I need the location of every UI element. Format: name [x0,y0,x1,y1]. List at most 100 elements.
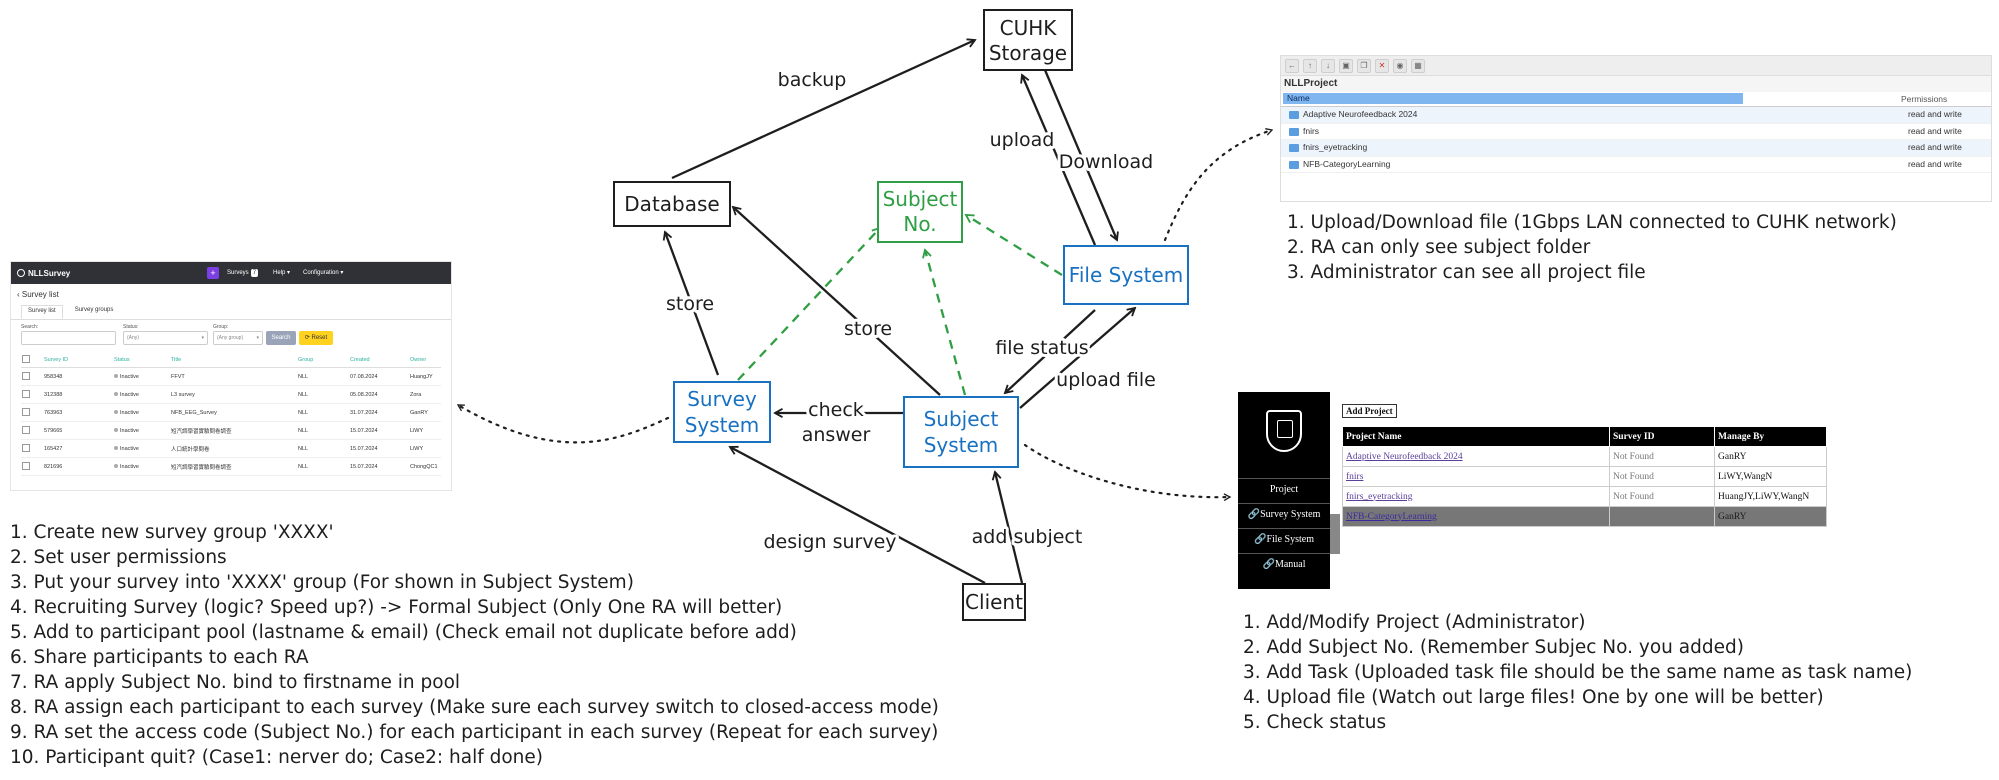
search-input[interactable] [21,331,116,345]
breadcrumb[interactable]: ‹ Survey list [17,290,59,299]
label-design-survey: design survey [764,531,897,553]
project-row[interactable]: fnirs_eyetracking Not Found HuangJY,LiWY… [1342,486,1827,507]
add-project-button[interactable]: Add Project [1342,404,1397,418]
back-icon[interactable]: ← [1285,58,1299,73]
folder-row[interactable]: NFB-CategoryLearning read and write [1281,157,1991,173]
search-button[interactable]: Search [266,331,296,345]
folder-icon [1289,127,1299,136]
svg-text:Subject: Subject [924,407,999,431]
view-icon[interactable]: ◉ [1393,58,1407,73]
col-owner[interactable]: Owner [409,352,441,368]
file-note: 1. Upload/Download file (1Gbps LAN conne… [1287,212,1897,233]
project-row[interactable]: NFB-CategoryLearning GanRY [1342,506,1827,527]
copy-icon[interactable]: ❐ [1357,58,1371,73]
node-cuhk-storage: CUHK Storage [983,9,1073,71]
col-name[interactable]: Name [1283,93,1743,104]
nav-file-system[interactable]: 🔗File System [1238,528,1330,551]
row-checkbox[interactable] [22,461,30,470]
project-link[interactable]: fnirs [1342,466,1610,487]
edge-subject-to-filesystem [1019,308,1135,409]
edge-database-to-storage [671,40,975,180]
reset-button[interactable]: ⟳ Reset [299,331,333,345]
survey-logo: NLLSurvey [17,269,70,278]
edge-survey-to-subjectno [737,228,880,381]
grid-icon[interactable]: ▦ [1411,58,1425,73]
edge-subject-to-database [733,207,941,396]
folder-row[interactable]: Adaptive Neurofeedback 2024 read and wri… [1281,107,1991,124]
survey-note: 5. Add to participant pool (lastname & e… [10,622,797,643]
status-select[interactable]: (Any)▾ [123,331,208,345]
file-toolbar: ← ↑ ↓ ▣ ❐ ✕ ◉ ▦ [1281,56,1991,76]
project-note: 4. Upload file (Watch out large files! O… [1243,687,1824,708]
table-row[interactable]: 312388 Inactive L3 survey NLL 05.08.2024… [21,385,441,404]
col-manage-by: Manage By [1714,426,1827,447]
col-survey-id[interactable]: Survey ID [43,352,113,368]
survey-note: 4. Recruiting Survey (logic? Speed up?) … [10,597,783,618]
table-row[interactable]: 821696 Inactive 短汽調學習實驗問卷調查 NLL 15.07.20… [21,457,441,476]
edge-storage-to-filesystem [1043,69,1117,240]
nav-project[interactable]: Project [1238,478,1330,501]
download-icon[interactable]: ↓ [1321,58,1335,73]
status-dot-icon [114,391,118,396]
row-checkbox[interactable] [22,389,30,398]
col-project-name: Project Name [1342,426,1610,447]
folder-row[interactable]: fnirs_eyetracking read and write [1281,140,1991,157]
table-row[interactable]: 579665 Inactive 短汽調學習實驗問卷調查 NLL 15.07.20… [21,421,441,440]
menu-configuration[interactable]: Configuration ▾ [303,270,344,276]
scrollbar[interactable] [1330,514,1340,554]
label-add-subject: add subject [972,526,1083,548]
table-row[interactable]: 958348 Inactive FFVT NLL 07.08.2024 Huan… [21,367,441,386]
tab-survey-groups[interactable]: Survey groups [74,307,114,313]
edge-survey-to-database [665,232,720,376]
row-checkbox[interactable] [22,443,30,452]
select-all-checkbox[interactable] [22,354,30,363]
delete-icon[interactable]: ✕ [1375,58,1389,73]
label-download: Download [1059,151,1153,173]
search-label: Search: [21,324,39,330]
connector-survey-shot [458,403,670,444]
col-created[interactable]: Created [349,352,409,368]
row-checkbox[interactable] [22,425,30,434]
svg-text:File System: File System [1069,263,1183,287]
node-subject-system: Subject System [903,396,1019,468]
project-table: Project Name Survey ID Manage By Adaptiv… [1342,426,1827,527]
university-crest-icon [1266,410,1302,452]
save-icon[interactable]: ▣ [1339,58,1353,73]
status-dot-icon [114,427,118,432]
table-row[interactable]: 165427 Inactive 人口統計學問卷 NLL 15.07.2024 L… [21,439,441,458]
survey-table-header: Survey ID Status Title Group Created Own… [21,352,441,368]
table-row[interactable]: 763963 Inactive NFB_EEG_Survey NLL 31.07… [21,403,441,422]
status-dot-icon [114,445,118,450]
upload-icon[interactable]: ↑ [1303,58,1317,73]
add-survey-button[interactable]: + [207,267,219,279]
project-row[interactable]: Adaptive Neurofeedback 2024 Not Found Ga… [1342,446,1827,467]
project-sidebar: Project 🔗Survey System 🔗File System 🔗Man… [1238,392,1330,589]
menu-help[interactable]: Help ▾ [273,270,291,276]
folder-row[interactable]: fnirs read and write [1281,124,1991,140]
svg-text:CUHK: CUHK [1000,16,1058,40]
folder-icon [1289,160,1299,169]
label-upload: upload [990,129,1055,151]
logo-icon [17,269,25,277]
col-permissions[interactable]: Permissions [1901,94,1948,104]
tab-survey-list[interactable]: Survey list [21,305,63,319]
project-link[interactable]: fnirs_eyetracking [1342,486,1610,507]
nav-manual[interactable]: 🔗Manual [1238,553,1330,576]
row-checkbox[interactable] [22,371,30,380]
survey-note: 8. RA assign each participant to each su… [10,697,939,718]
project-link[interactable]: NFB-CategoryLearning [1342,506,1610,527]
col-title[interactable]: Title [170,352,297,368]
project-link[interactable]: Adaptive Neurofeedback 2024 [1342,446,1610,467]
group-select[interactable]: (Any group)▾ [213,331,263,345]
file-notes: 1. Upload/Download file (1Gbps LAN conne… [1287,210,1897,285]
nav-survey-system[interactable]: 🔗Survey System [1238,503,1330,526]
label-answer: answer [802,424,871,446]
project-row[interactable]: fnirs Not Found LiWY,WangN [1342,466,1827,487]
row-checkbox[interactable] [22,407,30,416]
col-status[interactable]: Status [113,352,170,368]
node-file-system: File System [1063,245,1189,305]
survey-note: 2. Set user permissions [10,547,227,568]
col-group[interactable]: Group [297,352,349,368]
file-list-header: Name Permissions [1281,92,1991,107]
